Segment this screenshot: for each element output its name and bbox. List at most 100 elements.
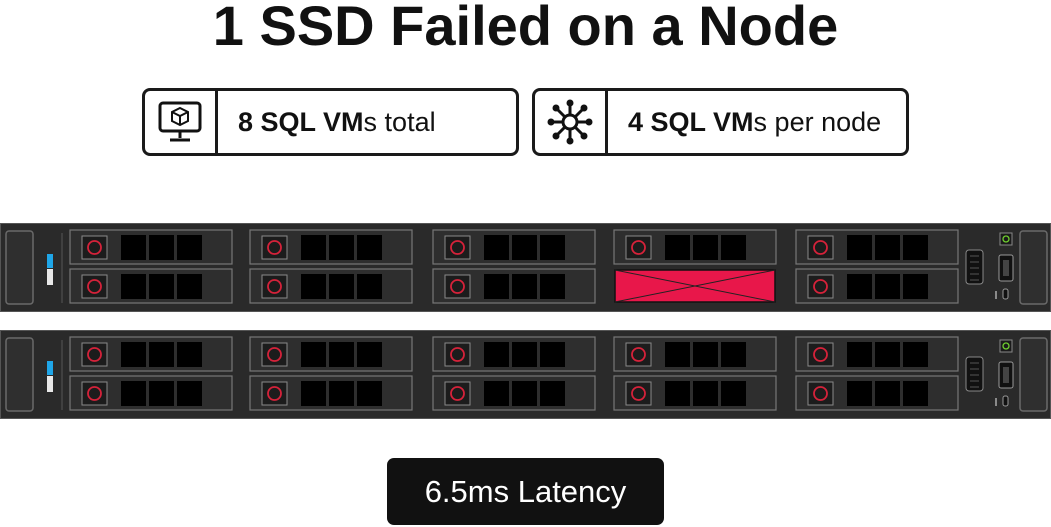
drive-button — [625, 381, 652, 406]
drive-bay — [795, 268, 959, 304]
server-node-1 — [0, 223, 1051, 312]
drive-button — [261, 274, 288, 299]
vent-block — [177, 274, 202, 299]
drive-bay — [249, 229, 413, 265]
power-button — [999, 339, 1013, 353]
drive-button — [81, 381, 108, 406]
vent-block — [357, 235, 382, 260]
vent-block — [329, 342, 354, 367]
vent-block — [512, 274, 537, 299]
vent-block — [693, 235, 718, 260]
drive-bay — [69, 336, 233, 372]
vga-port — [965, 249, 984, 285]
drive-bay — [614, 269, 776, 303]
vent-block — [484, 342, 509, 367]
vent-block — [540, 342, 565, 367]
vent-block — [329, 381, 354, 406]
drive-led-ring — [267, 279, 282, 294]
drive-bay — [613, 375, 777, 411]
vent-block — [357, 274, 382, 299]
drive-button — [807, 381, 834, 406]
drive-led-ring — [267, 347, 282, 362]
drive-led-ring — [813, 347, 828, 362]
drive-bay — [69, 229, 233, 265]
vent-block — [301, 235, 326, 260]
power-button — [999, 232, 1013, 246]
right-ear — [1019, 337, 1048, 412]
server-node-2 — [0, 330, 1051, 419]
left-ear — [5, 230, 34, 305]
vga-port — [965, 356, 984, 392]
drive-led-ring — [631, 386, 646, 401]
vent-block — [301, 381, 326, 406]
drive-led-ring — [450, 347, 465, 362]
vm-total-box: 8 SQL VMs total — [142, 88, 519, 156]
vent-block — [149, 235, 174, 260]
drive-led-ring — [87, 279, 102, 294]
drive-led-ring — [631, 240, 646, 255]
vent-block — [149, 342, 174, 367]
vent-block — [512, 235, 537, 260]
drive-led-ring — [450, 386, 465, 401]
vent-block — [121, 342, 146, 367]
vent-block — [903, 235, 928, 260]
vent-block — [903, 381, 928, 406]
drive-led-ring — [813, 240, 828, 255]
drive-button — [625, 342, 652, 367]
drive-button — [81, 274, 108, 299]
drive-button — [261, 381, 288, 406]
drive-bay — [432, 375, 596, 411]
vent-block — [512, 342, 537, 367]
vent-block — [875, 274, 900, 299]
vent-block — [512, 381, 537, 406]
usb-c-port — [1002, 395, 1009, 407]
usb-tongue — [1003, 260, 1009, 276]
vent-block — [875, 342, 900, 367]
vent-block — [903, 342, 928, 367]
vent-block — [177, 235, 202, 260]
vent-block — [149, 381, 174, 406]
network-hub-icon — [535, 91, 608, 153]
drive-bay — [613, 229, 777, 265]
drive-bay — [613, 336, 777, 372]
drive-led-ring — [631, 347, 646, 362]
vent-block — [875, 381, 900, 406]
usb-tongue — [1003, 367, 1009, 383]
drive-bay — [432, 336, 596, 372]
vent-block — [540, 235, 565, 260]
vent-block — [847, 342, 872, 367]
drive-bay — [249, 375, 413, 411]
usb-c-port — [1002, 288, 1009, 300]
status-led — [47, 361, 53, 375]
vent-block — [540, 381, 565, 406]
vent-block — [721, 235, 746, 260]
vent-block — [665, 235, 690, 260]
drive-button — [444, 235, 471, 260]
vent-block — [693, 381, 718, 406]
vent-block — [847, 235, 872, 260]
drive-bay — [432, 268, 596, 304]
vent-block — [121, 274, 146, 299]
vent-block — [329, 235, 354, 260]
drive-button — [444, 381, 471, 406]
status-led — [47, 254, 53, 268]
drive-led-ring — [267, 386, 282, 401]
drive-button — [625, 235, 652, 260]
drive-led-ring — [267, 240, 282, 255]
vent-block — [329, 274, 354, 299]
server-node-2-drawing — [0, 330, 1051, 419]
vent-block — [721, 342, 746, 367]
vent-block — [484, 381, 509, 406]
id-strip — [47, 269, 53, 285]
vent-block — [301, 274, 326, 299]
drive-led-ring — [87, 240, 102, 255]
vent-block — [149, 274, 174, 299]
drive-bay — [249, 268, 413, 304]
drive-button — [444, 274, 471, 299]
vent-block — [847, 274, 872, 299]
vent-block — [875, 235, 900, 260]
vent-block — [121, 381, 146, 406]
vent-block — [665, 342, 690, 367]
server-node-1-drawing — [0, 223, 1051, 312]
drive-bay — [432, 229, 596, 265]
